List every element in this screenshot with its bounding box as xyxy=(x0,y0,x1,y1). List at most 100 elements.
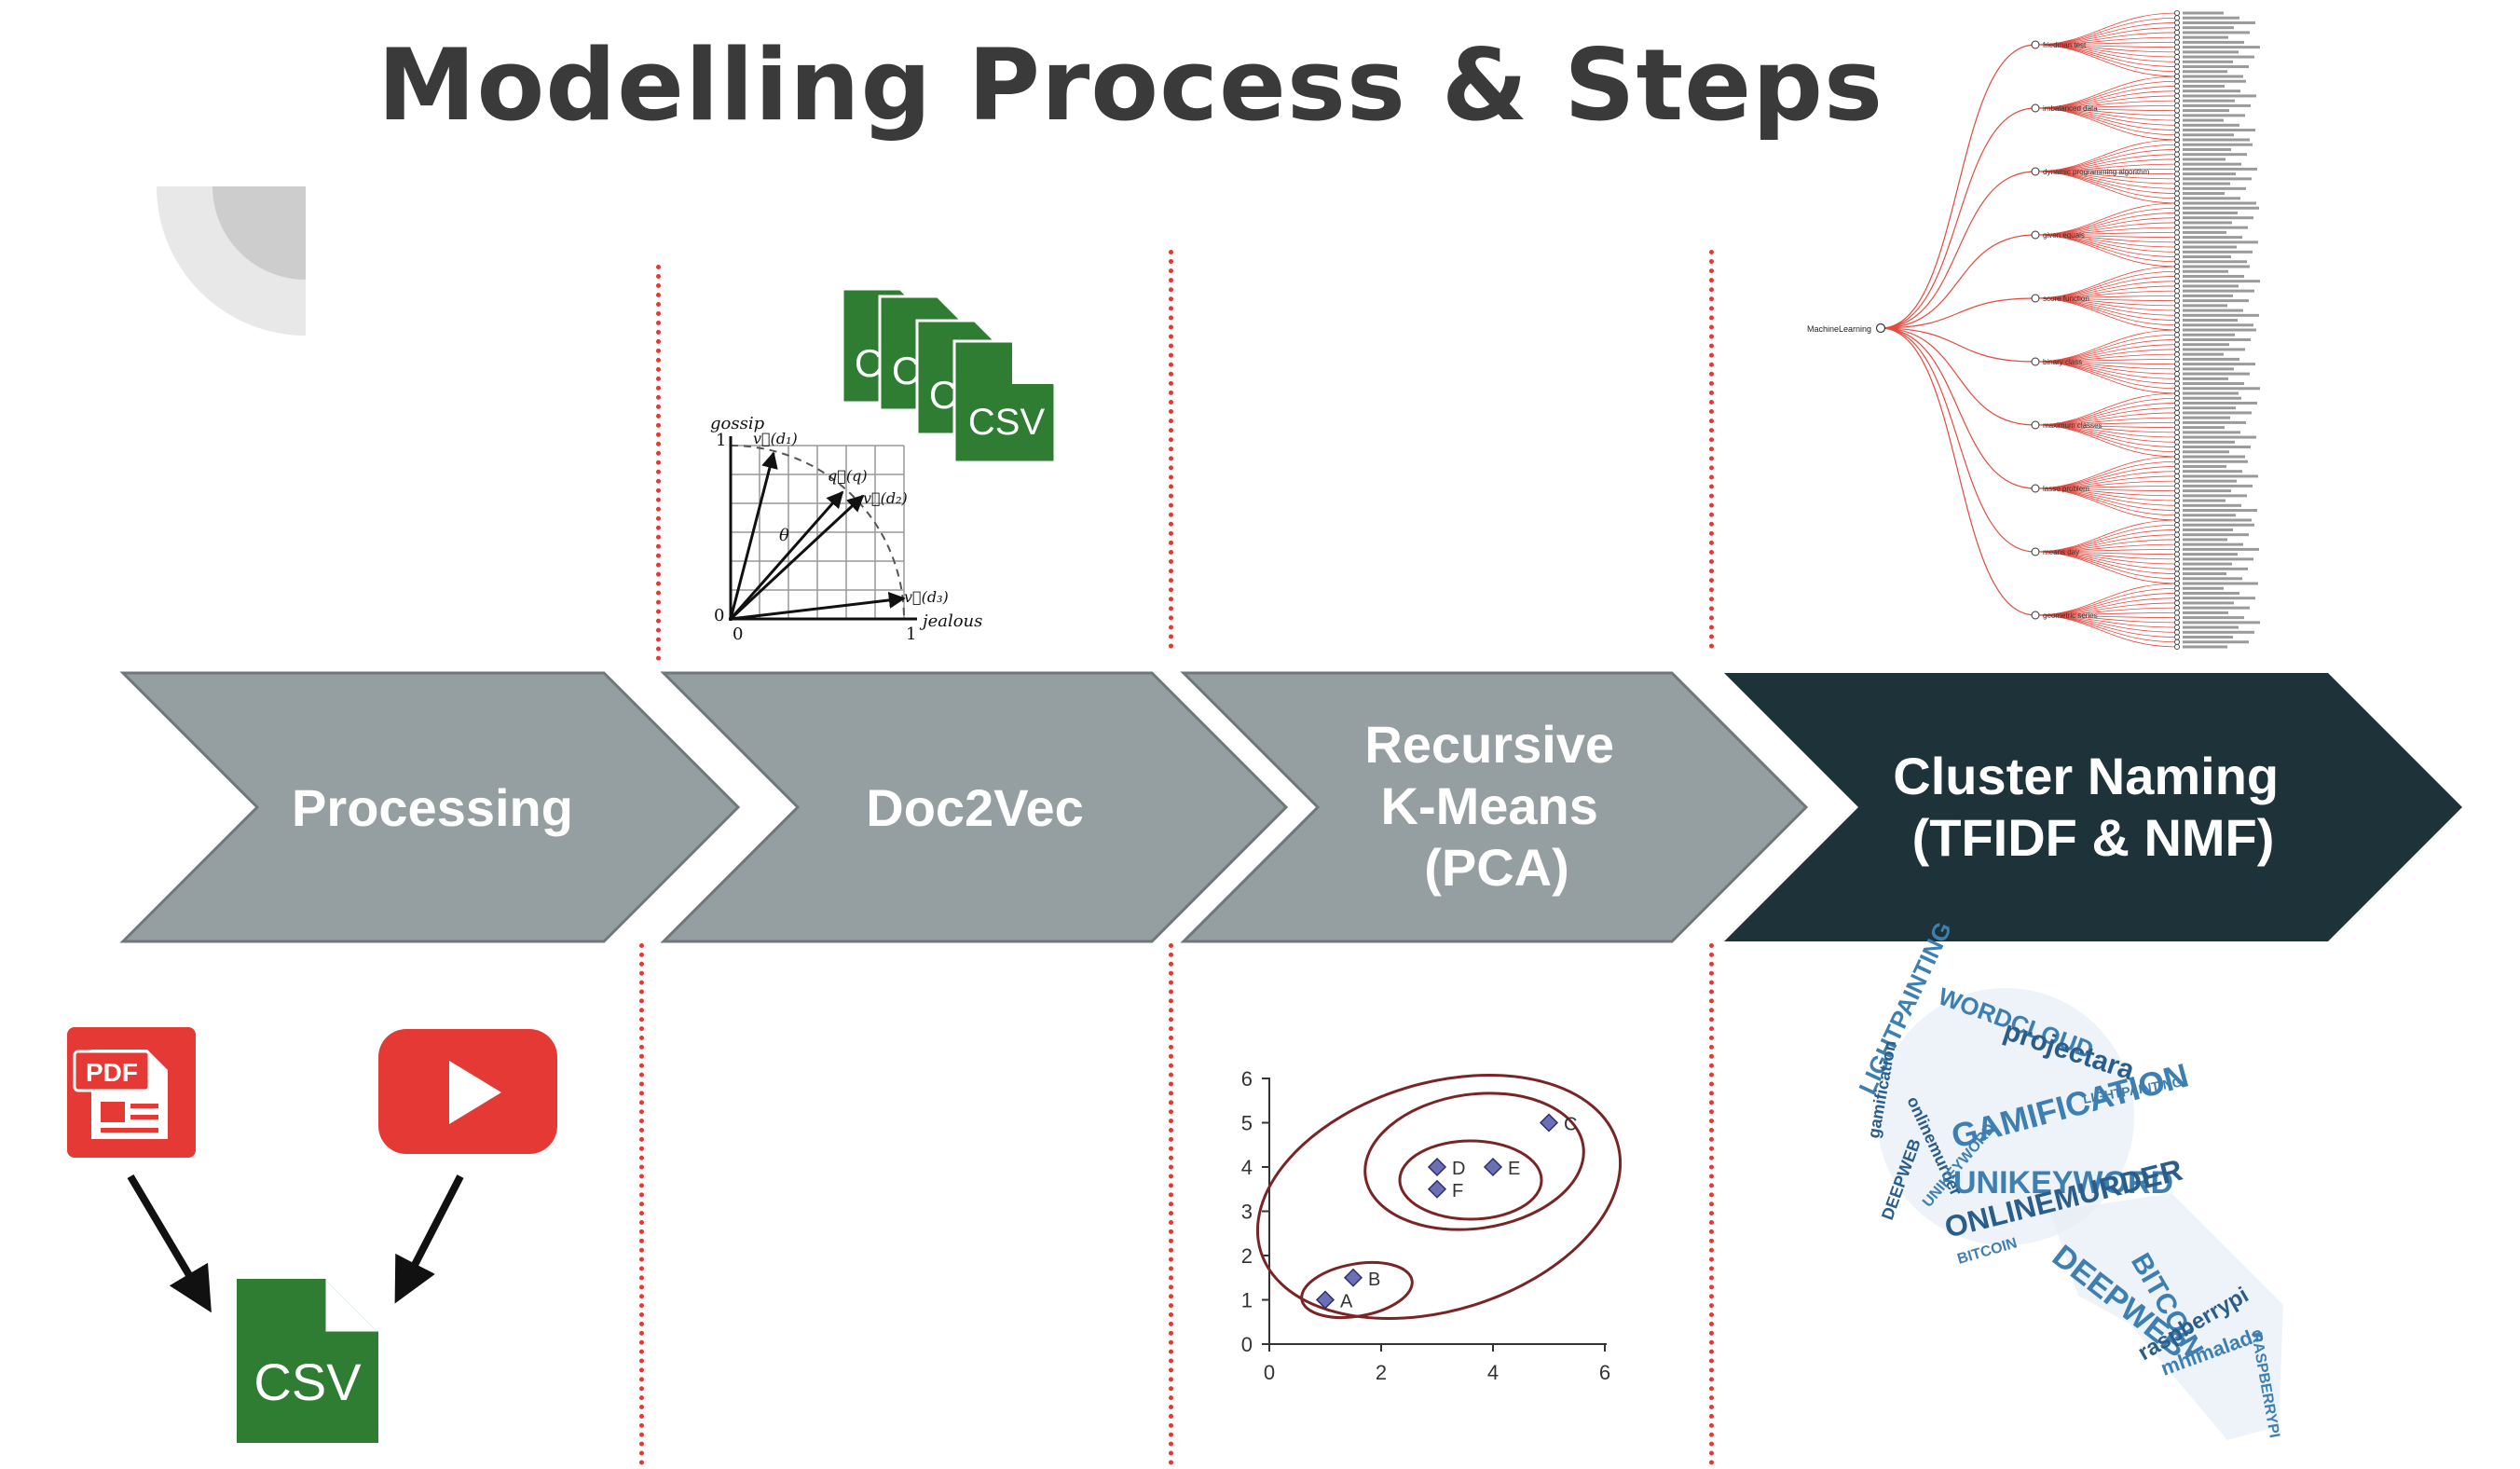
dendrogram-leaf-node xyxy=(2173,629,2180,636)
dendrogram-leaf-node xyxy=(2173,122,2180,129)
x-tick-label: 4 xyxy=(1487,1361,1499,1384)
dendrogram-leaf-node xyxy=(2173,512,2180,518)
vector-d2 xyxy=(729,494,865,621)
x-tick-label: 6 xyxy=(1599,1361,1610,1384)
dendrogram-leaf-text xyxy=(2183,265,2250,268)
dendrogram-leaf-text xyxy=(2183,226,2248,229)
dendrogram-leaf-text xyxy=(2183,236,2242,240)
dendrogram-leaf-node xyxy=(2173,527,2180,533)
dendrogram-leaf-node xyxy=(2173,473,2180,479)
dendrogram-leaf-text xyxy=(2183,206,2259,210)
dendrogram-leaf-text xyxy=(2183,591,2239,595)
dendrogram-leaf-node xyxy=(2173,542,2180,548)
cluster-point-e xyxy=(1483,1157,1503,1177)
dendrogram-leaf-node xyxy=(2173,34,2180,41)
y-axis-label: gossip xyxy=(710,414,765,433)
dendrogram-leaf-text xyxy=(2183,230,2226,234)
dendrogram-leaf-node xyxy=(2173,483,2180,489)
dendrogram-leaf-node xyxy=(2173,448,2180,455)
dendrogram-leaf-text xyxy=(2183,597,2255,600)
dendrogram-leaf-text xyxy=(2183,182,2230,185)
dendrogram-leaf-node xyxy=(2173,409,2180,416)
dendrogram-leaf-text xyxy=(2183,582,2245,585)
label-d2: v⃗(d₂) xyxy=(863,489,908,507)
dendrogram-leaf-branch xyxy=(2034,76,2178,109)
dendrogram-leaf-node xyxy=(2173,59,2180,65)
cluster-point-d xyxy=(1427,1157,1447,1177)
dendrogram-leaf-node xyxy=(2173,225,2180,231)
cluster-point-label: B xyxy=(1368,1270,1380,1290)
dendrogram-leaf-text xyxy=(2183,382,2244,386)
dendrogram-leaf-node xyxy=(2173,190,2180,197)
y-tick-label: 1 xyxy=(1241,1289,1253,1312)
dendrogram-leaf-text xyxy=(2183,367,2234,371)
dendrogram-leaf-text xyxy=(2183,509,2257,513)
dendrogram-leaf-node xyxy=(2173,322,2180,328)
dendrogram-leaf-text xyxy=(2183,460,2248,463)
step-cluster-naming-label: Cluster Naming (TFIDF & NMF) xyxy=(1893,747,2293,867)
dendrogram-leaf-text xyxy=(2183,572,2226,576)
dendrogram-leaf-text xyxy=(2183,640,2249,644)
youtube-icon xyxy=(378,1029,557,1154)
dendrogram-leaf-text xyxy=(2183,60,2233,63)
cloud-word-4: UNIKEYWORD xyxy=(1953,1165,2173,1201)
dendrogram-branch xyxy=(1880,327,2036,553)
dendrogram-leaf-text xyxy=(2183,221,2232,225)
dendrogram-leaf-node xyxy=(2173,365,2180,372)
y-tick-label: 4 xyxy=(1241,1156,1253,1179)
dendrogram-leaf-text xyxy=(2183,630,2254,634)
dendrogram-leaf-text xyxy=(2183,363,2255,366)
dendrogram-leaf-text xyxy=(2183,197,2240,200)
step-doc2vec: Doc2Vec xyxy=(660,671,1289,943)
label-d3: v⃗(d₃) xyxy=(904,588,949,606)
dendrogram-leaf-node xyxy=(2173,9,2180,16)
dendrogram-group-node xyxy=(2031,294,2040,303)
dendrogram-leaf-node xyxy=(2173,263,2180,269)
dendrogram-leaf-node xyxy=(2173,117,2180,124)
dendrogram-leaf-node xyxy=(2173,556,2180,562)
dendrogram-leaf-node xyxy=(2173,15,2180,21)
dendrogram-group-node xyxy=(2031,40,2040,49)
dendrogram-leaf-node xyxy=(2173,293,2180,299)
dendrogram-leaf-node xyxy=(2173,68,2180,75)
divider-bottom-3 xyxy=(1709,943,1714,1465)
dendrogram-leaf-node xyxy=(2173,395,2180,402)
dendrogram-leaf-branch xyxy=(2034,202,2178,236)
dendrogram-leaf-text xyxy=(2183,553,2238,556)
cluster-point-label: F xyxy=(1452,1181,1463,1201)
dendrogram-leaf-text xyxy=(2183,75,2230,78)
dendrogram-leaf-node xyxy=(2173,20,2180,26)
cluster-point-label: A xyxy=(1340,1292,1353,1312)
dendrogram-leaf-node xyxy=(2173,439,2180,446)
dendrogram-leaf-node xyxy=(2173,419,2180,426)
dendrogram-leaf-node xyxy=(2173,181,2180,187)
y-tick-label: 5 xyxy=(1241,1112,1253,1135)
csv-file-label: CSV xyxy=(253,1352,362,1411)
svg-text:C: C xyxy=(892,349,920,392)
dendrogram-leaf-text xyxy=(2183,387,2260,391)
dendrogram-leaf-node xyxy=(2173,239,2180,245)
dendrogram-leaf-text xyxy=(2183,255,2231,259)
dendrogram-leaf-node xyxy=(2173,644,2180,651)
dendrogram-leaf-node xyxy=(2173,302,2180,309)
dendrogram-leaf-node xyxy=(2173,468,2180,474)
y-tick-label: 0 xyxy=(1241,1333,1253,1356)
x-tick-1: 1 xyxy=(906,625,916,644)
step-doc2vec-label: Doc2Vec xyxy=(866,778,1084,837)
dendrogram-leaf-text xyxy=(2183,70,2227,74)
dendrogram-leaf-text xyxy=(2183,470,2242,474)
dendrogram-leaf-text xyxy=(2183,216,2253,220)
dendrogram-leaf-node xyxy=(2173,332,2180,338)
dendrogram-branch xyxy=(1880,171,2036,329)
dendrogram-leaf-node xyxy=(2173,308,2180,314)
dendrogram-leaf-text xyxy=(2183,240,2258,244)
dendrogram-leaf-text xyxy=(2183,567,2248,570)
dendrogram-leaf-node xyxy=(2173,48,2180,55)
svg-text:C: C xyxy=(929,373,957,417)
dendrogram-leaf-text xyxy=(2183,309,2243,312)
dendrogram-leaf-text xyxy=(2183,65,2249,69)
dendrogram-leaf-node xyxy=(2173,502,2180,509)
dendrogram-leaf-node xyxy=(2173,444,2180,450)
dendrogram-leaf-node xyxy=(2173,595,2180,601)
dendrogram-leaf-text xyxy=(2183,123,2239,127)
